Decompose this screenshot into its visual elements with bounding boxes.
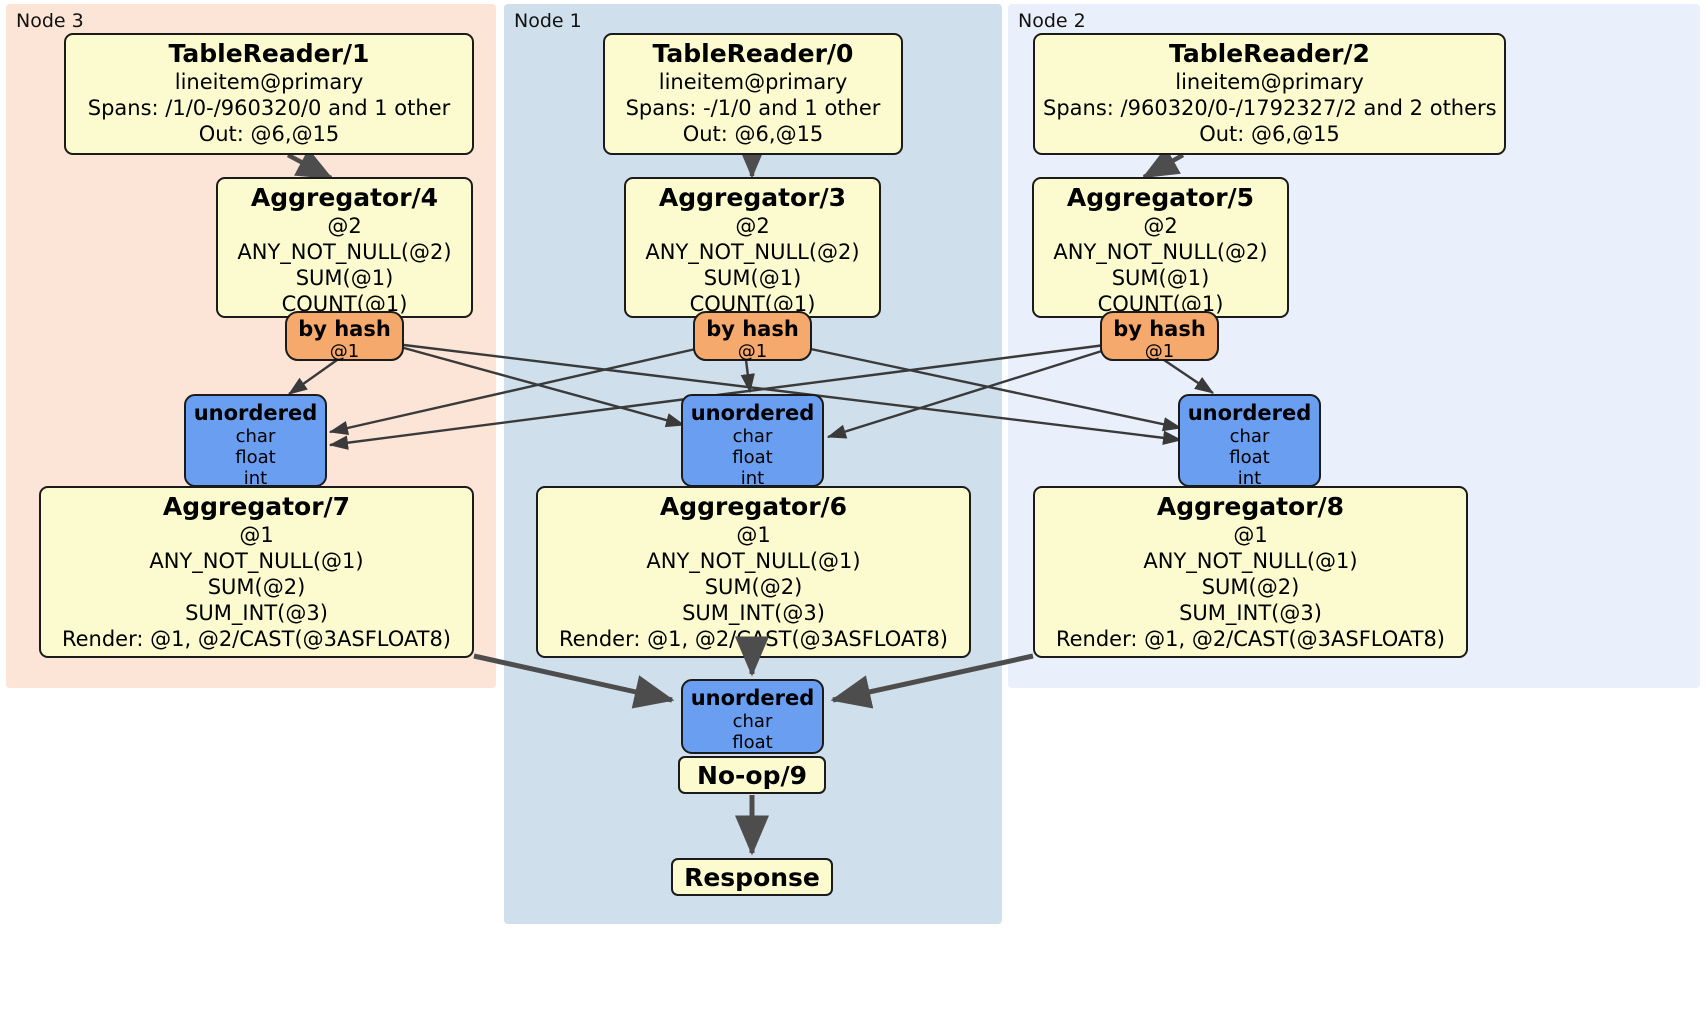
stream-type-line: char (235, 426, 276, 447)
router-title: by hash (298, 317, 391, 341)
stream-title: unordered (690, 686, 815, 710)
processor-detail-line: @1 (736, 523, 771, 547)
processor-detail-line: @2 (735, 214, 770, 238)
processor-title: TableReader/1 (168, 39, 370, 68)
processor-title: TableReader/0 (652, 39, 854, 68)
stream-title: unordered (1187, 401, 1312, 425)
processor-title: Aggregator/5 (1066, 183, 1255, 212)
processor-detail-line: @1 (239, 523, 274, 547)
stream-type-line: char (732, 426, 773, 447)
processor-detail-line: ANY_NOT_NULL(@2) (1053, 240, 1268, 264)
processor-noop-9[interactable]: No-op/9 (678, 756, 826, 794)
processor-detail-line: lineitem@primary (658, 70, 848, 94)
processor-detail-line: Out: @6,@15 (198, 122, 340, 146)
processor-title: Aggregator/3 (658, 183, 847, 212)
processor-detail-line: SUM_INT(@3) (185, 601, 328, 625)
processor-detail-line: Spans: /1/0-/960320/0 and 1 other (87, 96, 451, 120)
processor-detail-line: Out: @6,@15 (682, 122, 824, 146)
router-detail-line: @1 (1144, 341, 1175, 362)
processor-table-reader-2[interactable]: TableReader/2 lineitem@primary Spans: /9… (1033, 33, 1506, 155)
router-title: by hash (706, 317, 799, 341)
processor-detail-line: ANY_NOT_NULL(@2) (645, 240, 860, 264)
stream-title: unordered (193, 401, 318, 425)
processor-aggregator-8[interactable]: Aggregator/8 @1 ANY_NOT_NULL(@1) SUM(@2)… (1033, 486, 1468, 658)
stream-type-line: int (1237, 468, 1262, 489)
processor-detail-line: @1 (1233, 523, 1268, 547)
stream-type-line: int (740, 468, 765, 489)
processor-detail-line: @2 (1143, 214, 1178, 238)
stream-type-line: int (243, 468, 268, 489)
stream-type-line: float (235, 447, 276, 468)
processor-title: TableReader/2 (1169, 39, 1370, 68)
processor-detail-line: SUM(@2) (704, 575, 803, 599)
processor-response[interactable]: Response (671, 858, 833, 896)
processor-render-line: Render: @1, @2/CAST(@3ASFLOAT8) (558, 627, 949, 651)
router-detail-line: @1 (329, 341, 360, 362)
processor-detail-line: ANY_NOT_NULL(@1) (646, 549, 861, 573)
processor-detail-line: SUM(@1) (1111, 266, 1210, 290)
stream-type-line: float (732, 732, 773, 753)
processor-detail-line: ANY_NOT_NULL(@1) (1143, 549, 1358, 573)
processor-detail-line: SUM(@1) (703, 266, 802, 290)
processor-render-line: Render: @1, @2/CAST(@3ASFLOAT8) (61, 627, 452, 651)
processor-title: Aggregator/8 (1156, 492, 1345, 521)
processor-detail-line: SUM(@2) (207, 575, 306, 599)
processor-aggregator-5[interactable]: Aggregator/5 @2 ANY_NOT_NULL(@2) SUM(@1)… (1032, 177, 1289, 318)
processor-render-line: Render: @1, @2/CAST(@3ASFLOAT8) (1055, 627, 1446, 651)
processor-title: Response (684, 862, 820, 892)
stream-unordered-node3[interactable]: unordered char float int (184, 394, 327, 489)
processor-detail-line: ANY_NOT_NULL(@1) (149, 549, 364, 573)
processor-aggregator-6[interactable]: Aggregator/6 @1 ANY_NOT_NULL(@1) SUM(@2)… (536, 486, 971, 658)
processor-title: No-op/9 (696, 760, 808, 790)
processor-detail-line: Out: @6,@15 (1199, 122, 1340, 146)
processor-title: Aggregator/6 (659, 492, 848, 521)
processor-aggregator-7[interactable]: Aggregator/7 @1 ANY_NOT_NULL(@1) SUM(@2)… (39, 486, 474, 658)
processor-detail-line: SUM(@2) (1201, 575, 1300, 599)
processor-table-reader-1[interactable]: TableReader/1 lineitem@primary Spans: /1… (64, 33, 474, 155)
processor-detail-line: lineitem@primary (174, 70, 364, 94)
router-by-hash-node1[interactable]: by hash @1 (693, 311, 812, 362)
processor-detail-line: SUM_INT(@3) (1179, 601, 1322, 625)
processor-detail-line: @2 (327, 214, 362, 238)
stream-type-line: char (732, 711, 773, 732)
processor-title: Aggregator/7 (162, 492, 351, 521)
stream-unordered-node2[interactable]: unordered char float int (1178, 394, 1321, 489)
processor-title: Aggregator/4 (250, 183, 439, 212)
processor-detail-line: lineitem@primary (1175, 70, 1364, 94)
processor-aggregator-3[interactable]: Aggregator/3 @2 ANY_NOT_NULL(@2) SUM(@1)… (624, 177, 881, 318)
processor-detail-line: ANY_NOT_NULL(@2) (237, 240, 452, 264)
router-title: by hash (1113, 317, 1206, 341)
node-panel-label-node1: Node 1 (514, 10, 582, 32)
stream-unordered-node1[interactable]: unordered char float int (681, 394, 824, 489)
stream-title: unordered (690, 401, 815, 425)
node-panel-label-node3: Node 3 (16, 10, 84, 32)
stream-type-line: char (1229, 426, 1270, 447)
stream-type-line: float (732, 447, 773, 468)
processor-table-reader-0[interactable]: TableReader/0 lineitem@primary Spans: -/… (603, 33, 903, 155)
node-panel-label-node2: Node 2 (1018, 10, 1086, 32)
processor-detail-line: Spans: -/1/0 and 1 other (625, 96, 881, 120)
stream-unordered-final[interactable]: unordered char float (681, 679, 824, 754)
router-detail-line: @1 (737, 341, 768, 362)
stream-type-line: float (1229, 447, 1270, 468)
processor-detail-line: SUM_INT(@3) (682, 601, 825, 625)
router-by-hash-node3[interactable]: by hash @1 (285, 311, 404, 362)
processor-detail-line: SUM(@1) (295, 266, 394, 290)
processor-aggregator-4[interactable]: Aggregator/4 @2 ANY_NOT_NULL(@2) SUM(@1)… (216, 177, 473, 318)
processor-detail-line: Spans: /960320/0-/1792327/2 and 2 others (1043, 96, 1497, 120)
router-by-hash-node2[interactable]: by hash @1 (1100, 311, 1219, 362)
